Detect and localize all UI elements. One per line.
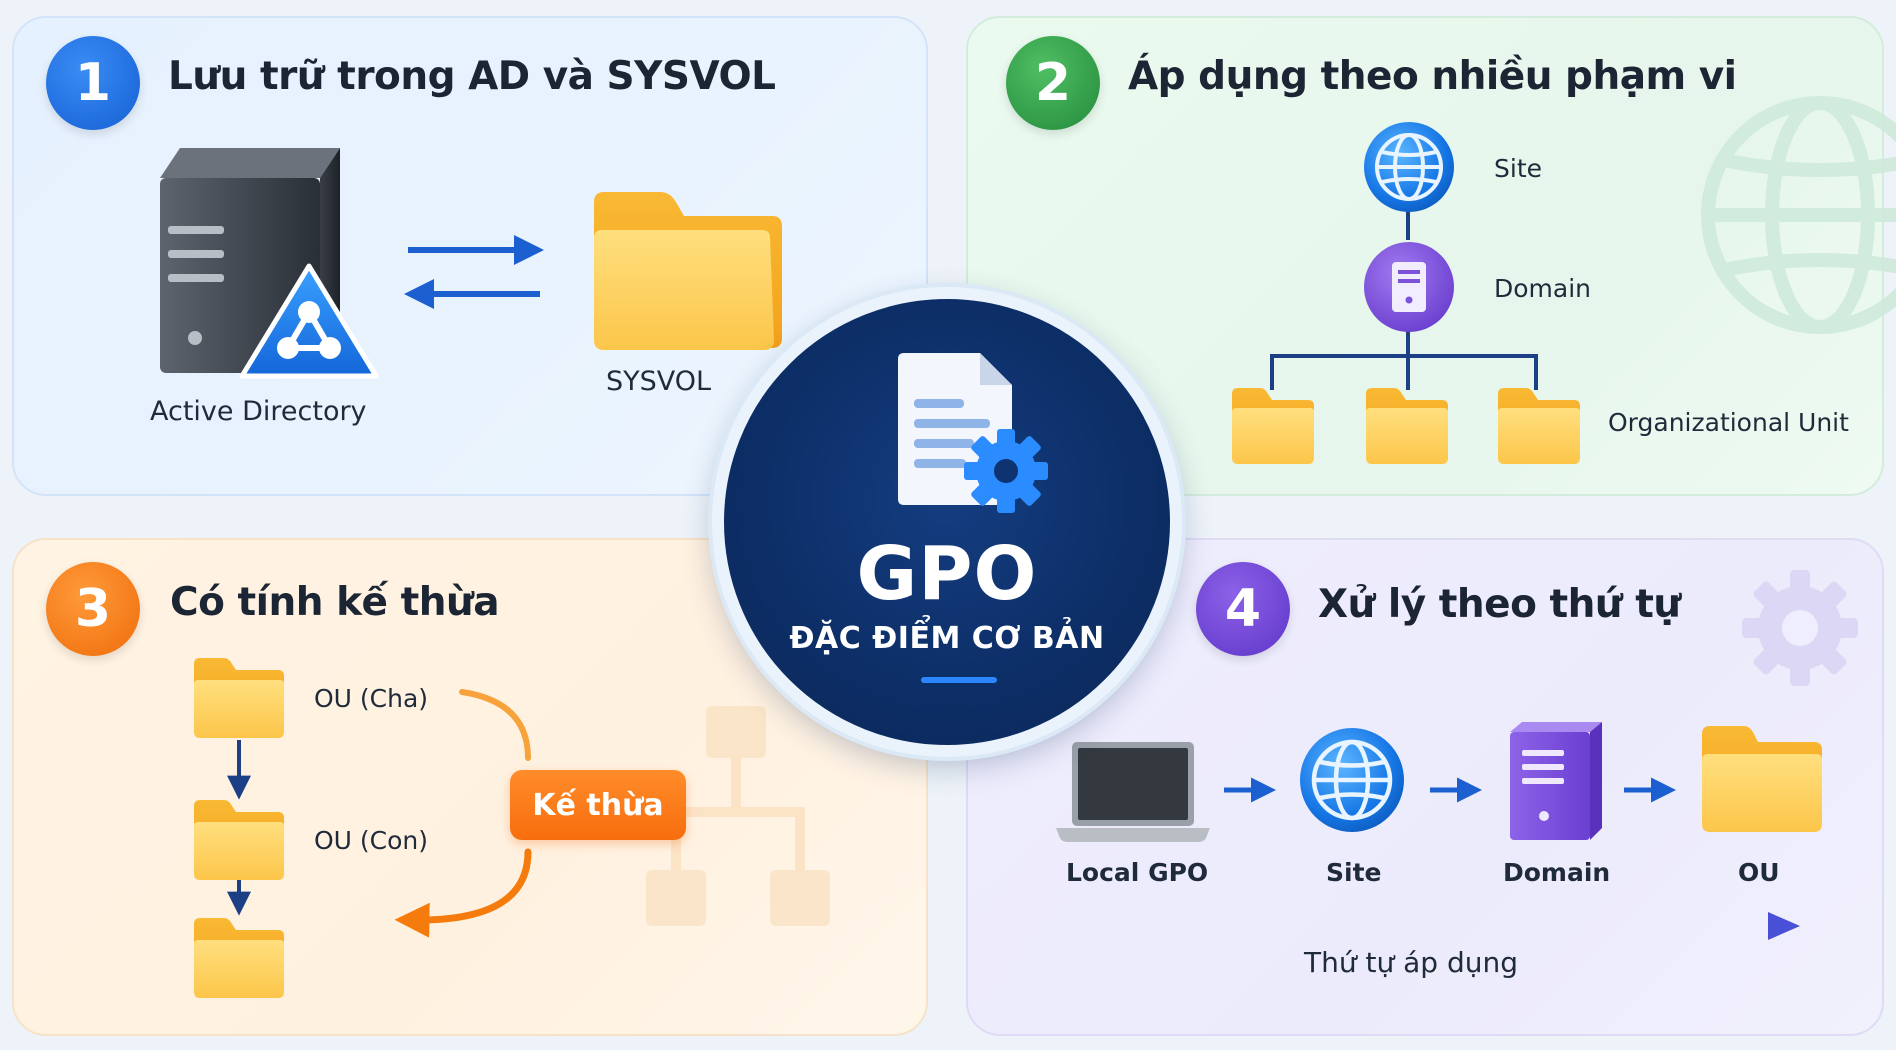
domain-icon bbox=[1364, 242, 1454, 332]
child-ou-label: OU (Con) bbox=[314, 826, 429, 855]
ou-step-label: OU bbox=[1738, 858, 1780, 887]
order-timeline-arrow bbox=[1054, 912, 1800, 940]
ou-folder-icon-1 bbox=[1232, 388, 1314, 464]
parent-ou-label: OU (Cha) bbox=[314, 684, 429, 713]
domain-label: Domain bbox=[1494, 274, 1592, 303]
domain-server-icon bbox=[1510, 722, 1602, 840]
panel-1-title: Lưu trữ trong AD và SYSVOL bbox=[168, 54, 776, 99]
globe-watermark-icon bbox=[1701, 96, 1896, 334]
step-badge-4: 4 bbox=[1196, 562, 1290, 656]
sysvol-label: SYSVOL bbox=[606, 366, 712, 397]
ou-folder-icon bbox=[1702, 726, 1822, 832]
ou-label: Organizational Unit bbox=[1608, 408, 1849, 437]
domain-step-label: Domain bbox=[1503, 858, 1611, 887]
step-badge-3: 3 bbox=[46, 562, 140, 656]
active-directory-label: Active Directory bbox=[150, 396, 367, 427]
active-directory-icon bbox=[239, 263, 379, 379]
laptop-icon bbox=[1056, 742, 1210, 842]
panel-4-title: Xử lý theo thứ tự bbox=[1318, 582, 1681, 627]
tree-watermark-icon bbox=[646, 706, 830, 926]
panel-2-title: Áp dụng theo nhiều phạm vi bbox=[1128, 54, 1737, 99]
sysvol-folder-icon bbox=[594, 192, 782, 350]
processing-step-arrows bbox=[1224, 777, 1676, 803]
ou-folder-icon-2 bbox=[1366, 388, 1448, 464]
step-badge-2: 2 bbox=[1006, 36, 1100, 130]
gpo-center-badge: GPO ĐẶC ĐIỂM CƠ BẢN bbox=[712, 287, 1182, 757]
order-label: Thứ tự áp dụng bbox=[1304, 946, 1518, 979]
inherit-flow-arrow bbox=[394, 689, 532, 938]
gpo-title: GPO bbox=[856, 531, 1038, 617]
inheritance-down-arrows bbox=[227, 740, 251, 916]
panel-3-title: Có tính kế thừa bbox=[170, 580, 500, 625]
gpo-underline bbox=[921, 677, 997, 683]
parent-ou-folder-icon bbox=[194, 658, 284, 738]
local-gpo-label: Local GPO bbox=[1066, 858, 1209, 887]
site-globe-icon bbox=[1300, 728, 1404, 832]
globe-icon bbox=[1364, 122, 1454, 212]
step-badge-1: 1 bbox=[46, 36, 140, 130]
grandchild-ou-folder-icon bbox=[194, 918, 284, 998]
child-ou-folder-icon bbox=[194, 800, 284, 880]
gpo-subtitle: ĐẶC ĐIỂM CƠ BẢN bbox=[789, 621, 1105, 656]
ou-folder-icon-3 bbox=[1498, 388, 1580, 464]
site-step-label: Site bbox=[1326, 858, 1382, 887]
site-label: Site bbox=[1494, 154, 1542, 183]
sync-arrows bbox=[404, 235, 544, 309]
gear-watermark-icon bbox=[1742, 570, 1858, 686]
document-gear-icon bbox=[898, 353, 1048, 513]
inherit-label: Kế thừa bbox=[510, 770, 686, 840]
